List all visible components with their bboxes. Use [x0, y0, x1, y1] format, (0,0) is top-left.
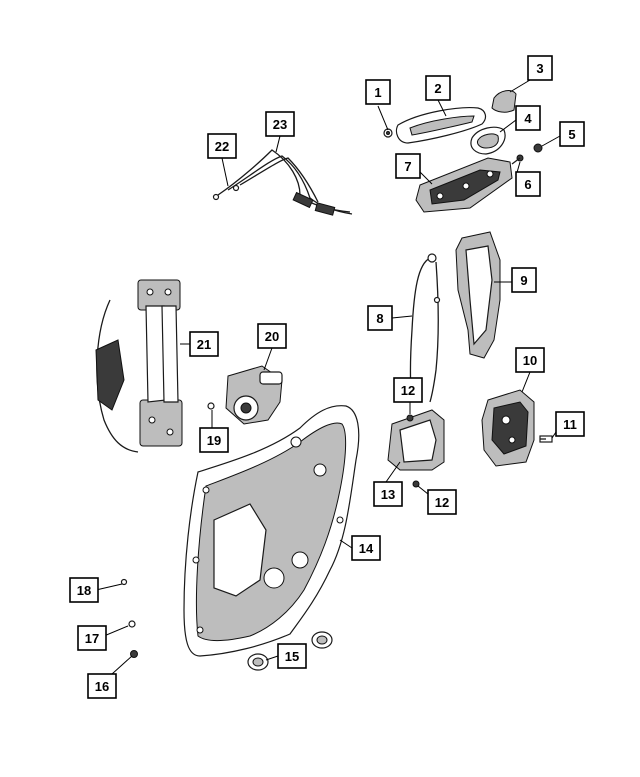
- callout-5: 5: [559, 121, 585, 147]
- callout-8: 8: [367, 305, 393, 331]
- callout-21: 21: [189, 331, 219, 357]
- part-handle-2: [395, 107, 487, 144]
- callout-15: 15: [277, 643, 307, 669]
- svg-text:1: 1: [374, 85, 381, 100]
- svg-text:18: 18: [77, 583, 91, 598]
- svg-text:3: 3: [536, 61, 543, 76]
- callout-18: 18: [69, 577, 99, 603]
- callout-2: 2: [425, 75, 451, 101]
- svg-text:19: 19: [207, 433, 221, 448]
- part-bolt-11: [539, 435, 553, 443]
- callout-11: 11: [555, 411, 585, 437]
- callout-17: 17: [77, 625, 107, 651]
- callout-4: 4: [515, 105, 541, 131]
- part-clip-1: [383, 128, 393, 138]
- svg-text:5: 5: [568, 127, 575, 142]
- svg-text:22: 22: [215, 139, 229, 154]
- part-screw-12-lower: [412, 480, 420, 488]
- part-fastener-18: [120, 578, 128, 586]
- part-bracket-13: [387, 409, 445, 471]
- svg-text:4: 4: [524, 111, 532, 126]
- part-bracket-7: [415, 157, 513, 213]
- svg-text:10: 10: [523, 353, 537, 368]
- svg-text:15: 15: [285, 649, 299, 664]
- callout-12-lower: 12: [427, 489, 457, 515]
- part-screw-12-upper: [406, 414, 414, 422]
- callout-13: 13: [373, 481, 403, 507]
- svg-text:20: 20: [265, 329, 279, 344]
- svg-text:13: 13: [381, 487, 395, 502]
- part-cap-3: [491, 90, 517, 113]
- part-fastener-17: [128, 620, 136, 628]
- callout-19: 19: [199, 427, 229, 453]
- part-latch-10: [481, 389, 535, 467]
- part-fastener-16: [130, 650, 138, 658]
- svg-text:6: 6: [524, 177, 531, 192]
- callout-6: 6: [515, 171, 541, 197]
- callout-23: 23: [265, 111, 295, 137]
- callout-3: 3: [527, 55, 553, 81]
- part-screw-6: [511, 154, 524, 165]
- callout-12-upper: 12: [393, 377, 423, 403]
- part-screw-19: [207, 402, 215, 410]
- svg-text:12: 12: [401, 383, 415, 398]
- svg-text:2: 2: [434, 81, 441, 96]
- callout-10: 10: [515, 347, 545, 373]
- svg-text:16: 16: [95, 679, 109, 694]
- part-bracket-9: [455, 231, 501, 359]
- part-nut-5: [533, 143, 543, 153]
- callout-20: 20: [257, 323, 287, 349]
- svg-text:17: 17: [85, 631, 99, 646]
- svg-text:9: 9: [520, 273, 527, 288]
- part-panel-14: [183, 405, 360, 657]
- part-plug-15-right: [311, 631, 333, 649]
- part-motor-20: [225, 365, 283, 425]
- callout-1: 1: [365, 79, 391, 105]
- svg-text:23: 23: [273, 117, 287, 132]
- callout-22: 22: [207, 133, 237, 159]
- part-regulator-21: [95, 279, 183, 453]
- callout-9: 9: [511, 267, 537, 293]
- callout-16: 16: [87, 673, 117, 699]
- svg-text:14: 14: [359, 541, 374, 556]
- svg-text:8: 8: [376, 311, 383, 326]
- part-cables-22-23: [212, 149, 353, 216]
- callout-7: 7: [395, 153, 421, 179]
- svg-text:21: 21: [197, 337, 211, 352]
- part-plug-15-left: [247, 653, 269, 671]
- svg-text:11: 11: [563, 417, 577, 432]
- part-gasket-4: [470, 126, 506, 155]
- svg-text:7: 7: [404, 159, 411, 174]
- callout-14: 14: [351, 535, 381, 561]
- svg-text:12: 12: [435, 495, 449, 510]
